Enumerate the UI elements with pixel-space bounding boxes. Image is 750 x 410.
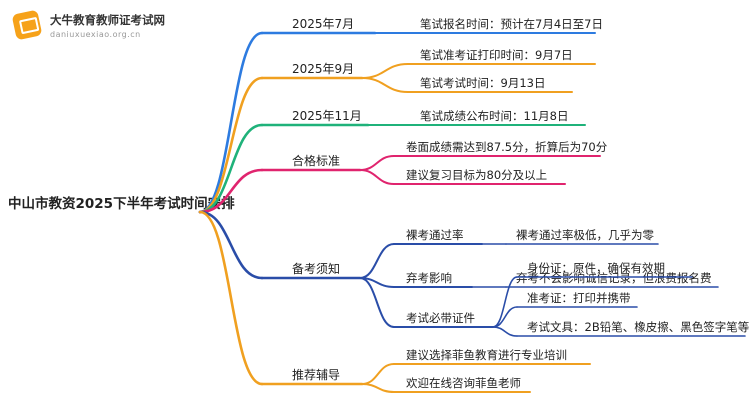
branch-label: 推荐辅导 xyxy=(292,368,340,382)
branch-connector xyxy=(198,123,264,214)
child-connector xyxy=(361,63,409,79)
leaf-label: 裸考通过率极低，几乎为零 xyxy=(516,228,654,242)
child-label: 欢迎在线咨询菲鱼老师 xyxy=(406,376,521,390)
child-label: 考试必带证件 xyxy=(406,311,475,325)
child-label: 笔试成绩公布时间：11月8日 xyxy=(420,109,568,123)
child-label: 建议选择菲鱼教育进行专业培训 xyxy=(406,348,567,362)
leaf-label: 准考证：打印并携带 xyxy=(527,291,631,305)
leaf-connector xyxy=(492,306,518,328)
child-connector xyxy=(359,243,395,279)
child-label: 笔试准考证打印时间：9月7日 xyxy=(420,48,573,62)
branch-label: 2025年9月 xyxy=(292,62,354,76)
branch-label: 2025年7月 xyxy=(292,17,354,31)
branch-label: 备考须知 xyxy=(292,262,340,276)
branch-connector xyxy=(198,210,264,280)
branch-connector xyxy=(198,31,264,214)
branch-label: 2025年11月 xyxy=(292,109,362,123)
leaf-label: 身份证：原件，确保有效期 xyxy=(527,261,665,275)
child-connector xyxy=(359,155,395,171)
child-label: 笔试报名时间：预计在7月4日至7日 xyxy=(420,17,603,31)
leaf-label: 考试文具：2B铅笔、橡皮擦、黑色签字笔等 xyxy=(527,320,749,334)
child-label: 弃考影响 xyxy=(406,271,452,285)
site-logo: 大牛教育教师证考试网 daniuxuexiao.org.cn xyxy=(8,6,178,46)
leaf-label: 弃考不会影响诚信记录，但浪费报名费 xyxy=(516,271,712,285)
child-label: 建议复习目标为80分及以上 xyxy=(406,168,547,182)
root-topic: 中山市教资2025下半年考试时间安排 xyxy=(8,195,235,212)
leaf-connector xyxy=(492,326,518,337)
child-label: 笔试考试时间：9月13日 xyxy=(420,76,545,90)
leaf-connector xyxy=(492,276,518,328)
child-label: 裸考通过率 xyxy=(406,228,464,242)
branch-connector xyxy=(198,168,264,214)
child-connector xyxy=(361,363,395,385)
branch-connector xyxy=(198,210,264,386)
branch-connector xyxy=(198,76,264,214)
child-connector xyxy=(361,77,409,93)
child-connector xyxy=(359,277,395,328)
logo-domain: daniuxuexiao.org.cn xyxy=(50,30,141,39)
branch-label: 合格标准 xyxy=(292,153,340,168)
child-connector xyxy=(361,383,395,393)
logo-name: 大牛教育教师证考试网 xyxy=(50,13,165,27)
child-label: 卷面成绩需达到87.5分，折算后为70分 xyxy=(406,140,608,154)
child-connector xyxy=(359,169,395,185)
